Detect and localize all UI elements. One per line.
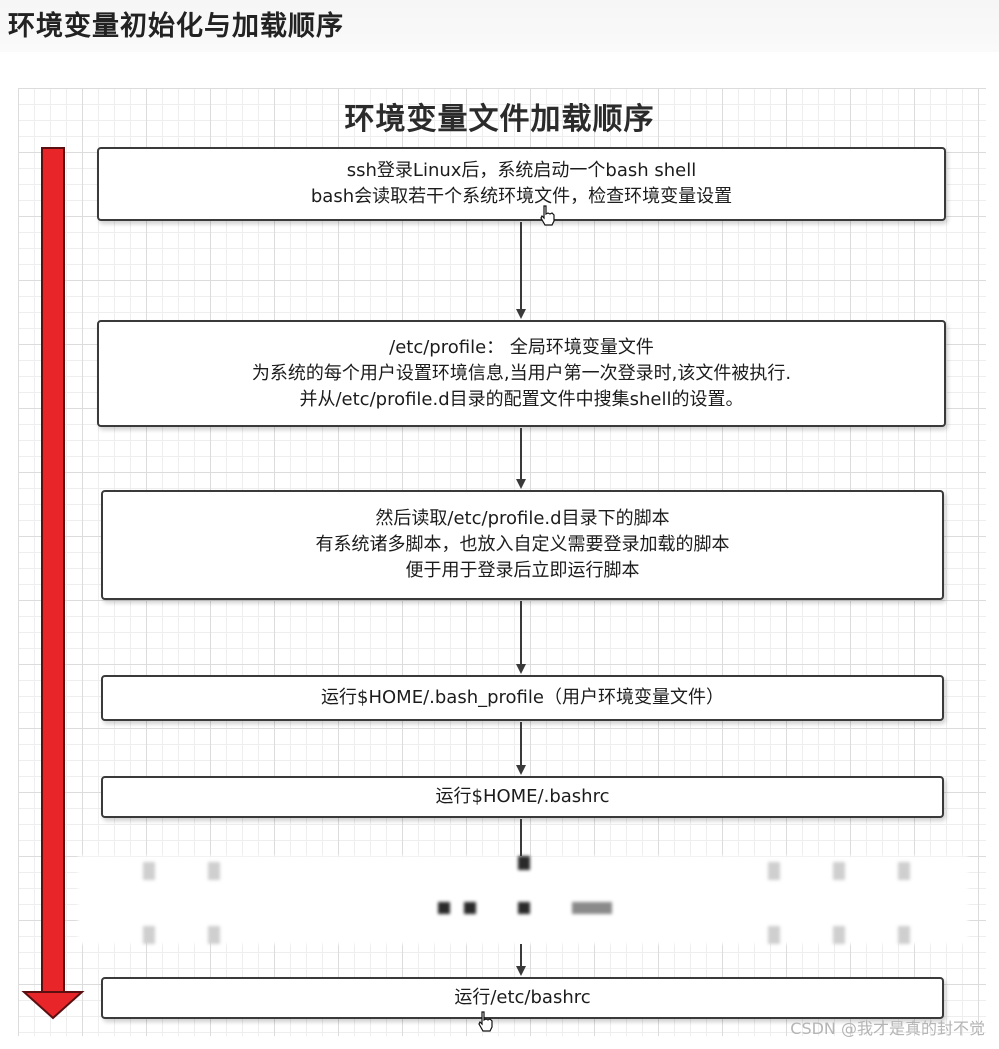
step-line: ssh登录Linux后，系统启动一个bash shell [346,160,697,181]
blurred-region [78,856,968,944]
step-etc-bashrc: 运行/etc/bashrc [101,977,944,1019]
step-line: /etc/profile： 全局环境变量文件 [389,336,654,358]
hand-cursor-icon [540,205,555,226]
step-line: 有系统诸多脚本，也放入自定义需要登录加载的脚本 [315,534,730,555]
watermark: CSDN @我才是真的封不觉 [790,1019,985,1038]
page-header: 环境变量初始化与加载顺序 [0,0,999,52]
step-bash-profile: 运行$HOME/.bash_profile（用户环境变量文件） [101,675,944,721]
step-profile-d-scripts: 然后读取/etc/profile.d目录下的脚本 有系统诸多脚本，也放入自定义需… [101,490,944,600]
step-home-bashrc: 运行$HOME/.bashrc [101,776,944,818]
step-line: 为系统的每个用户设置环境信息,当用户第一次登录时,该文件被执行. [251,362,792,384]
page-title: 环境变量初始化与加载顺序 [8,11,344,42]
step-ssh-login: ssh登录Linux后，系统启动一个bash shell bash会读取若干个系… [97,147,946,221]
hand-cursor-icon [478,1011,493,1032]
step-line: 运行$HOME/.bashrc [435,786,610,807]
step-line: 运行$HOME/.bash_profile（用户环境变量文件） [321,687,724,708]
step-etc-profile: /etc/profile： 全局环境变量文件 为系统的每个用户设置环境信息,当用… [97,320,946,427]
step-line: bash会读取若干个系统环境文件，检查环境变量设置 [310,186,733,207]
step-line: 并从/etc/profile.d目录的配置文件中搜集shell的设置。 [299,388,744,410]
step-line: 然后读取/etc/profile.d目录下的脚本 [375,508,670,529]
step-line: 便于用于登录后立即运行脚本 [405,560,640,581]
diagram-title: 环境变量文件加载顺序 [344,102,655,137]
timeline-arrow [21,147,85,1020]
step-line: 运行/etc/bashrc [454,987,591,1008]
